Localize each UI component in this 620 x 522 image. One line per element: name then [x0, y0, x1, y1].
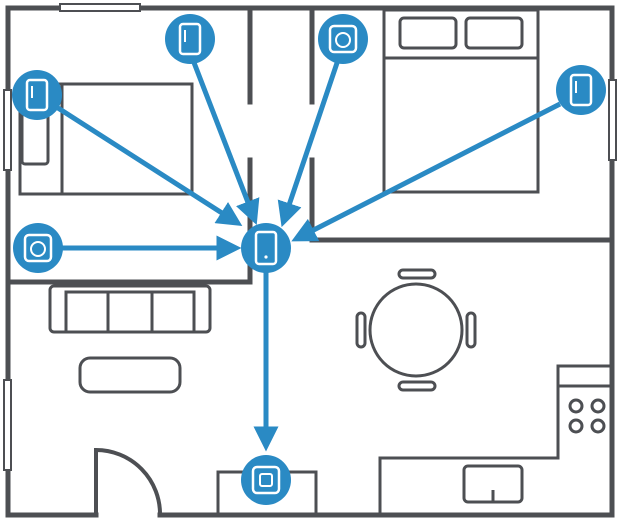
hub-device-icon: [241, 223, 291, 273]
dining-table: [355, 268, 477, 392]
sofa: [48, 284, 212, 334]
motion-sensor-icon: [318, 14, 368, 64]
door-contact-sensor-icon: [165, 14, 215, 64]
coffee-table: [78, 356, 182, 394]
arrow-from-sensor-motion-bedroom-right: [277, 59, 341, 228]
arrow-from-sensor-door-bedroom-left: [56, 105, 243, 227]
motion-sensor-icon: [13, 223, 63, 273]
arrow-from-sensor-door-bedroom-left-top: [190, 59, 260, 225]
connection-arrows: [56, 59, 562, 452]
kitchen-counter: [378, 364, 612, 515]
keypad-icon: [241, 455, 291, 505]
windows: [3, 3, 617, 471]
door-contact-sensor-icon: [556, 65, 606, 115]
entry-door: [94, 447, 163, 516]
door-contact-sensor-icon: [12, 70, 62, 120]
bed-right: [382, 8, 540, 194]
arrow-from-sensor-door-bedroom-right: [291, 101, 562, 242]
